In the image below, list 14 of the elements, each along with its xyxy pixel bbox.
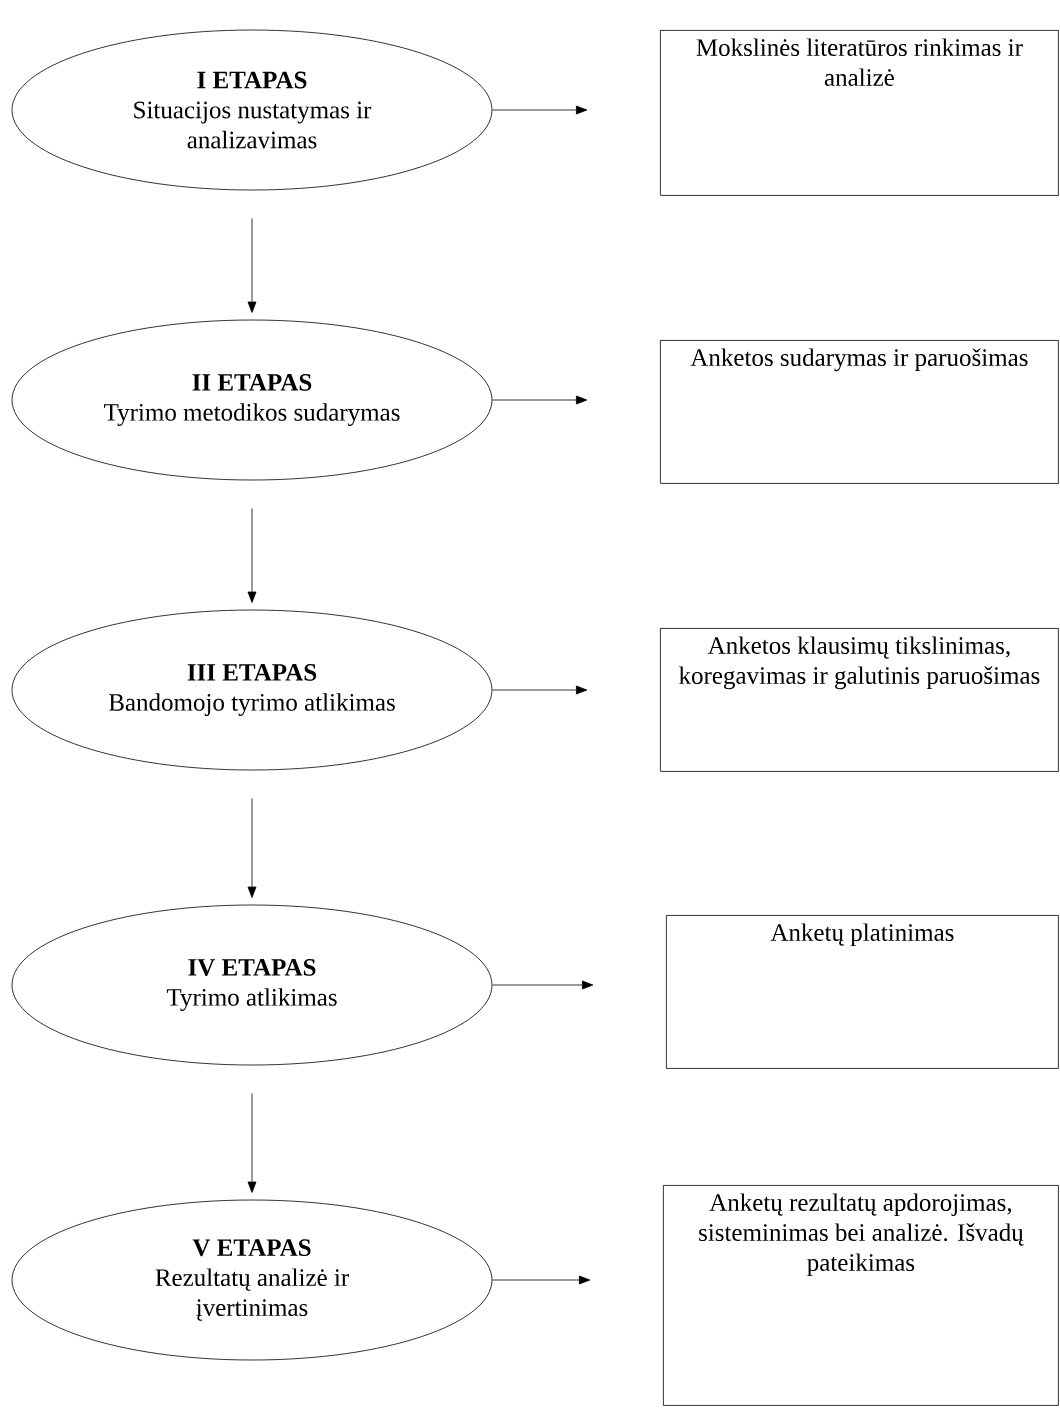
arrow (492, 685, 588, 695)
arrow (247, 1093, 257, 1193)
step-box: Anketų platinimas (666, 915, 1059, 1069)
step-box: Anketų rezultatų apdorojimas, sisteminimas bei analizė. Išvadų pateikimas (663, 1185, 1059, 1406)
arrow (492, 980, 594, 990)
arrow (492, 395, 588, 405)
arrow (247, 218, 257, 313)
step-box: Mokslinės literatūros rinkimas ir analizė (660, 30, 1059, 196)
step-box: Anketos klausimų tikslinimas, koregavimas ir galutinis paruošimas (660, 628, 1059, 772)
step-box: Anketos sudarymas ir paruošimas (660, 340, 1059, 484)
arrow (247, 798, 257, 898)
arrow (492, 1275, 591, 1285)
arrow (492, 105, 588, 115)
arrow (247, 508, 257, 603)
